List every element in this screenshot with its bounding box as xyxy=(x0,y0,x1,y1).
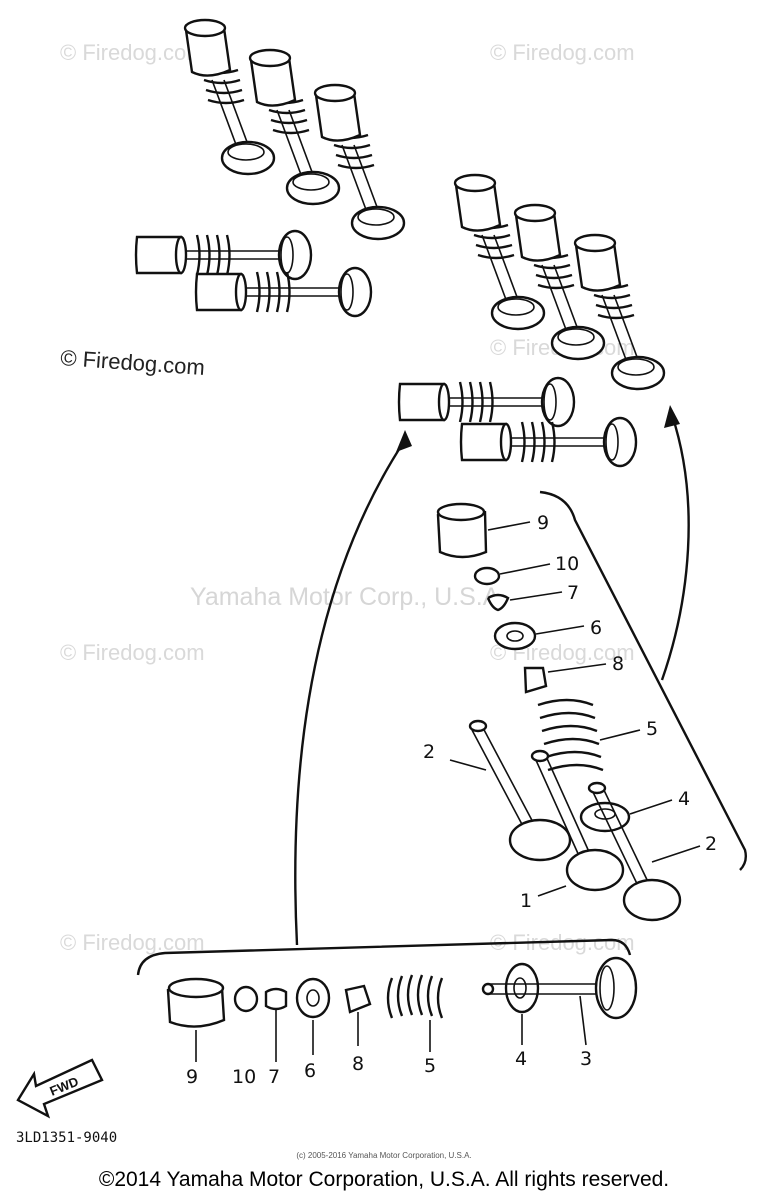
diagram-canvas: © Firedog.com © Firedog.com © Firedog.co… xyxy=(16,18,748,1119)
arrow-to-left-head xyxy=(294,439,407,946)
callout-1: 1 xyxy=(520,890,532,912)
callout-4: 4 xyxy=(515,1048,527,1070)
valve-part xyxy=(565,848,625,892)
seal-part xyxy=(523,666,548,694)
callout-8: 8 xyxy=(612,653,624,675)
callout-6: 6 xyxy=(590,617,602,639)
watermark-firedog: © Firedog.com xyxy=(60,40,205,65)
callout-5: 5 xyxy=(424,1055,436,1077)
spring-part xyxy=(537,698,604,772)
exploded-upper xyxy=(436,502,682,922)
callout-6: 6 xyxy=(304,1060,316,1082)
callout-7: 7 xyxy=(567,582,579,604)
callout-4: 4 xyxy=(678,788,690,810)
part-code: 3LD1351-9040 xyxy=(16,1130,118,1146)
watermark-firedog-dark: © Firedog.com xyxy=(60,345,206,380)
callout-2: 2 xyxy=(423,741,435,763)
callout-2: 2 xyxy=(705,833,717,855)
callout-9: 9 xyxy=(537,512,549,534)
cotter-part xyxy=(264,987,288,1011)
watermark-firedog: © Firedog.com xyxy=(60,640,205,665)
bracket-exploded-upper xyxy=(539,490,748,871)
bracket-exploded-lower xyxy=(136,938,632,976)
pad-part xyxy=(473,566,501,586)
retainer-part xyxy=(295,977,331,1019)
cotter-part xyxy=(486,593,510,612)
fwd-arrow-icon: FWD xyxy=(16,1058,104,1119)
seal-part xyxy=(344,984,372,1014)
callout-3: 3 xyxy=(580,1048,592,1070)
retainer-part xyxy=(493,621,537,651)
arrow-head-icon xyxy=(664,405,680,428)
pad-part xyxy=(233,985,259,1013)
arrow-head-icon xyxy=(396,430,412,452)
valve-part xyxy=(508,818,572,862)
callout-7: 7 xyxy=(268,1066,280,1088)
callout-10: 10 xyxy=(232,1066,256,1088)
footer-copyright: ©2014 Yamaha Motor Corporation, U.S.A. A… xyxy=(98,1168,670,1191)
callout-8: 8 xyxy=(352,1053,364,1075)
callout-10: 10 xyxy=(555,553,579,575)
small-copyright: (c) 2005-2016 Yamaha Motor Corporation, … xyxy=(296,1151,472,1160)
spring-part xyxy=(386,974,444,1019)
watermark-firedog: © Firedog.com xyxy=(60,930,205,955)
watermark-yamaha: Yamaha Motor Corp., U.S.A. xyxy=(190,583,506,611)
valve-group-left-exhaust xyxy=(134,229,373,318)
callout-9: 9 xyxy=(186,1066,198,1088)
seat-part xyxy=(504,962,540,1014)
callout-5: 5 xyxy=(646,718,658,740)
valve-group-right-exhaust xyxy=(397,376,638,468)
valve-part xyxy=(594,956,638,1020)
arrow-to-right-head xyxy=(660,414,690,681)
valve-group-left-intake xyxy=(183,18,406,241)
watermark-firedog: © Firedog.com xyxy=(490,40,635,65)
exploded-lower xyxy=(166,956,638,1028)
valve-part xyxy=(622,878,682,922)
